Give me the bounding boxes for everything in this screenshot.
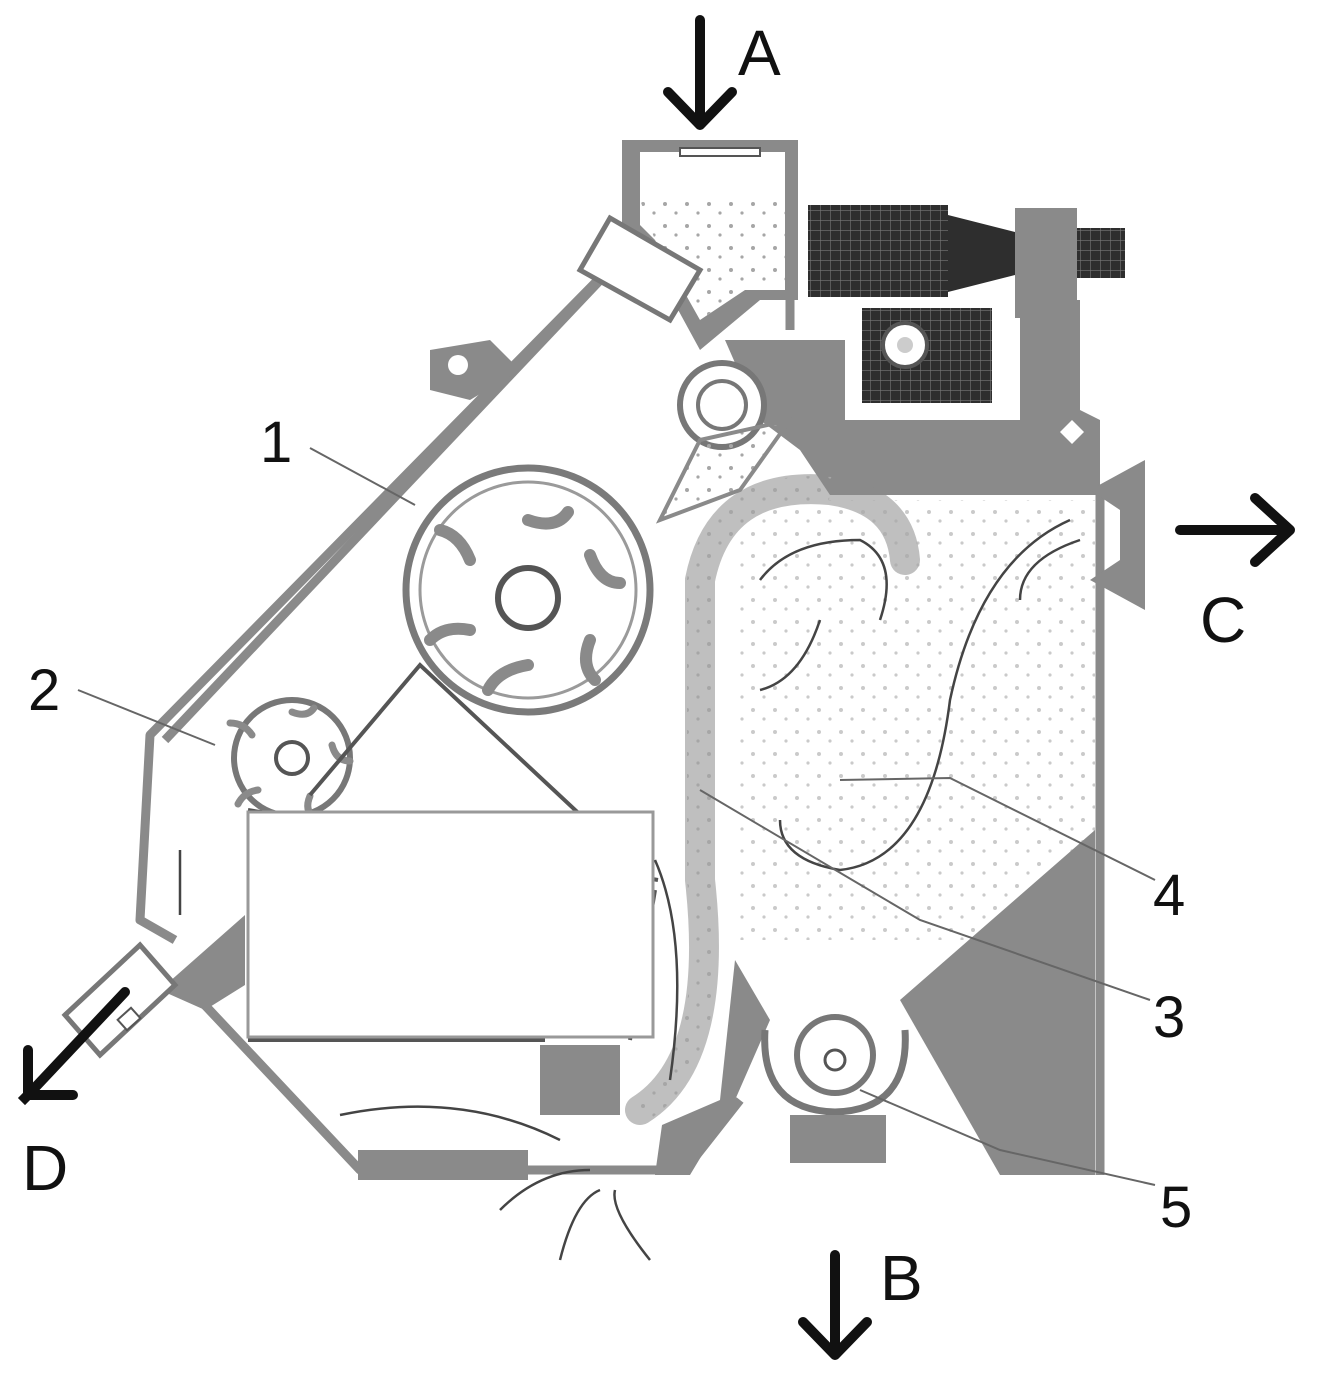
stream-label-a: A: [738, 17, 781, 89]
arrow-a-icon: [663, 15, 737, 130]
stream-label-b: B: [880, 1242, 923, 1314]
rotary-valve-5: [761, 1014, 909, 1163]
inner-baffle: [540, 1045, 620, 1115]
bottom-plate: [358, 1150, 528, 1180]
stream-label-d: D: [22, 1132, 68, 1204]
part-label-3: 3: [1153, 985, 1185, 1050]
separation-chamber: [655, 500, 1095, 1175]
rotor-1: [402, 464, 654, 716]
part-label-5: 5: [1160, 1175, 1192, 1240]
part-label-1: 1: [260, 410, 292, 475]
feeder-rotor: [655, 360, 795, 524]
bolt-icon: [1060, 420, 1084, 444]
drive-motor: [808, 205, 1125, 318]
arrow-b-icon: [798, 1250, 872, 1360]
fine-outlet-cone: [1090, 460, 1145, 610]
lower-left-block: [160, 915, 245, 1010]
arrow-c-icon: [1175, 493, 1295, 567]
leader-lines: [77, 447, 1156, 1186]
part-label-4: 4: [1153, 863, 1185, 928]
stream-label-c: C: [1200, 584, 1246, 656]
flow-streamlines: [178, 518, 1081, 1261]
housing-ledge: [430, 340, 520, 400]
feed-hopper: [622, 140, 798, 350]
ledge-hole: [448, 355, 468, 375]
feed-chute: [576, 214, 704, 324]
part-label-2: 2: [28, 658, 60, 723]
rotor-2: [226, 697, 354, 822]
gearbox: [725, 300, 1100, 495]
coarse-chamber: [246, 810, 655, 1039]
